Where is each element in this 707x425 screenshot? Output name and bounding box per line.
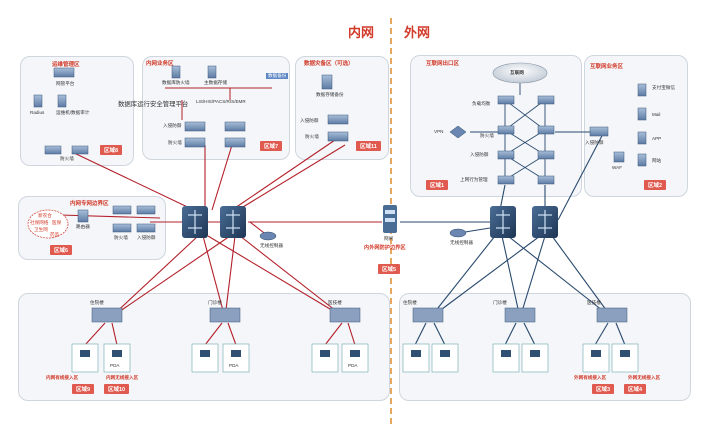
label-boundary-fw: 防火墙 — [114, 235, 128, 240]
wireless-controller-icon — [449, 228, 467, 238]
label-vpn: VPN — [434, 129, 444, 134]
label-audit: 运维机/数据审计 — [56, 110, 90, 115]
wireless-controller-icon — [259, 231, 277, 241]
label-fda: 药监 — [50, 232, 60, 237]
badge-zone10: 区域10 — [104, 384, 130, 394]
internet-cloud — [492, 62, 548, 84]
label-xnh: 新农合 — [38, 213, 52, 218]
label-int-wireless: 内网无线接入区 — [106, 375, 139, 380]
external-core-switches — [490, 206, 558, 238]
label-intbiz-fw: 防火墙 — [168, 140, 182, 145]
badge-zone9: 区域9 — [72, 384, 95, 394]
label-waf: WAF — [612, 165, 623, 170]
label-mail: Mail — [652, 112, 661, 117]
label-exit-fw: 防火墙 — [480, 133, 494, 138]
label-ext-wired: 外网有线接入区 — [574, 375, 607, 380]
label-pay: 支付宝微信 — [652, 85, 675, 90]
label-intbiz-ips: 入侵防御 — [163, 123, 182, 128]
header-internal: 内网 — [348, 25, 375, 40]
label-medins: 医保 — [52, 220, 62, 225]
badge-zone1: 区域1 — [426, 180, 449, 190]
zone-inet-exit-title: 互联网出口区 — [426, 61, 460, 67]
label-backup: 数据备份 — [266, 73, 289, 79]
badge-zone6: 区域6 — [50, 245, 73, 255]
badge-zone7: 区域7 — [260, 141, 283, 151]
devices — [33, 65, 647, 233]
label-exit-ips: 入侵防御 — [470, 152, 489, 157]
label-int-b3: 医技楼 — [328, 300, 342, 305]
label-int-b1: 住院楼 — [90, 300, 104, 305]
label-backup-storage: 数据存储备份 — [316, 92, 344, 97]
label-main-storage: 主数据存储 — [204, 80, 227, 85]
label-int-b2: 门诊楼 — [208, 300, 222, 305]
external-links — [400, 129, 626, 346]
label-ext-b2: 门诊楼 — [493, 300, 507, 305]
label-biz-ips: 入侵防御 — [585, 140, 604, 145]
label-health-net: 卫生网 — [34, 227, 48, 232]
label-db-platform: 数据库运行安全管理平台 — [118, 101, 189, 108]
label-ops-fw: 防火墙 — [60, 156, 74, 161]
label-router: 路由器 — [76, 224, 90, 229]
label-pda-1: PDA — [110, 363, 120, 368]
internal-links — [59, 139, 382, 346]
badge-zone5: 区域5 — [378, 264, 401, 274]
label-web: 网站 — [652, 158, 662, 163]
label-radius: Radius — [30, 110, 45, 115]
label-boundary-ips: 入侵防御 — [137, 235, 156, 240]
label-pda-2: PDA — [229, 363, 239, 368]
zone-inet-biz — [584, 55, 688, 197]
label-db-fw: 数据库防火墙 — [162, 80, 190, 85]
label-gap-zone: 内外网防护边界区 — [364, 245, 406, 251]
label-wlc-ext: 无线控制器 — [450, 240, 473, 245]
buildings — [91, 307, 628, 323]
label-social: 社保网络 — [30, 220, 49, 225]
label-dr-fw: 防火墙 — [305, 134, 319, 139]
label-nms: 网管平台 — [56, 81, 75, 86]
label-ext-b1: 住院楼 — [403, 300, 417, 305]
internal-core-switches — [182, 206, 246, 238]
label-dr-ips: 入侵防御 — [300, 118, 319, 123]
label-wlc-int: 无线控制器 — [260, 243, 283, 248]
label-internet: 互联网 — [510, 70, 524, 75]
zone-inet-biz-title: 互联网业务区 — [590, 64, 624, 70]
label-ext-b3: 医技楼 — [587, 300, 601, 305]
label-ext-wireless: 外网无线接入区 — [628, 375, 661, 380]
zone-dr-title: 数据灾备区（可选） — [304, 61, 354, 67]
label-his: LIS/HIS/PACS/RIS/EMR — [196, 99, 246, 104]
badge-zone8: 区域8 — [100, 145, 123, 155]
label-gap: 网闸 — [384, 236, 394, 241]
badge-zone2: 区域2 — [644, 180, 667, 190]
badge-zone11: 区域11 — [356, 141, 381, 151]
endpoints — [71, 343, 639, 373]
label-lb: 负载均衡 — [472, 101, 491, 106]
label-app: APP — [652, 136, 662, 141]
boundary-network-cloud — [27, 209, 69, 239]
label-pda-3: PDA — [348, 363, 358, 368]
badge-zone4: 区域4 — [624, 384, 647, 394]
zone-ops-title: 运维管理区 — [52, 62, 80, 68]
zone-boundary-title: 内网专网边界区 — [70, 201, 109, 207]
vpn-icon — [449, 125, 467, 139]
badge-zone3: 区域3 — [592, 384, 615, 394]
label-behavior: 上网行为管理 — [460, 177, 488, 182]
header-external: 外网 — [404, 25, 431, 40]
zone-intbiz-title: 内网业务区 — [146, 61, 174, 67]
label-int-wired: 内网有线接入区 — [46, 375, 79, 380]
